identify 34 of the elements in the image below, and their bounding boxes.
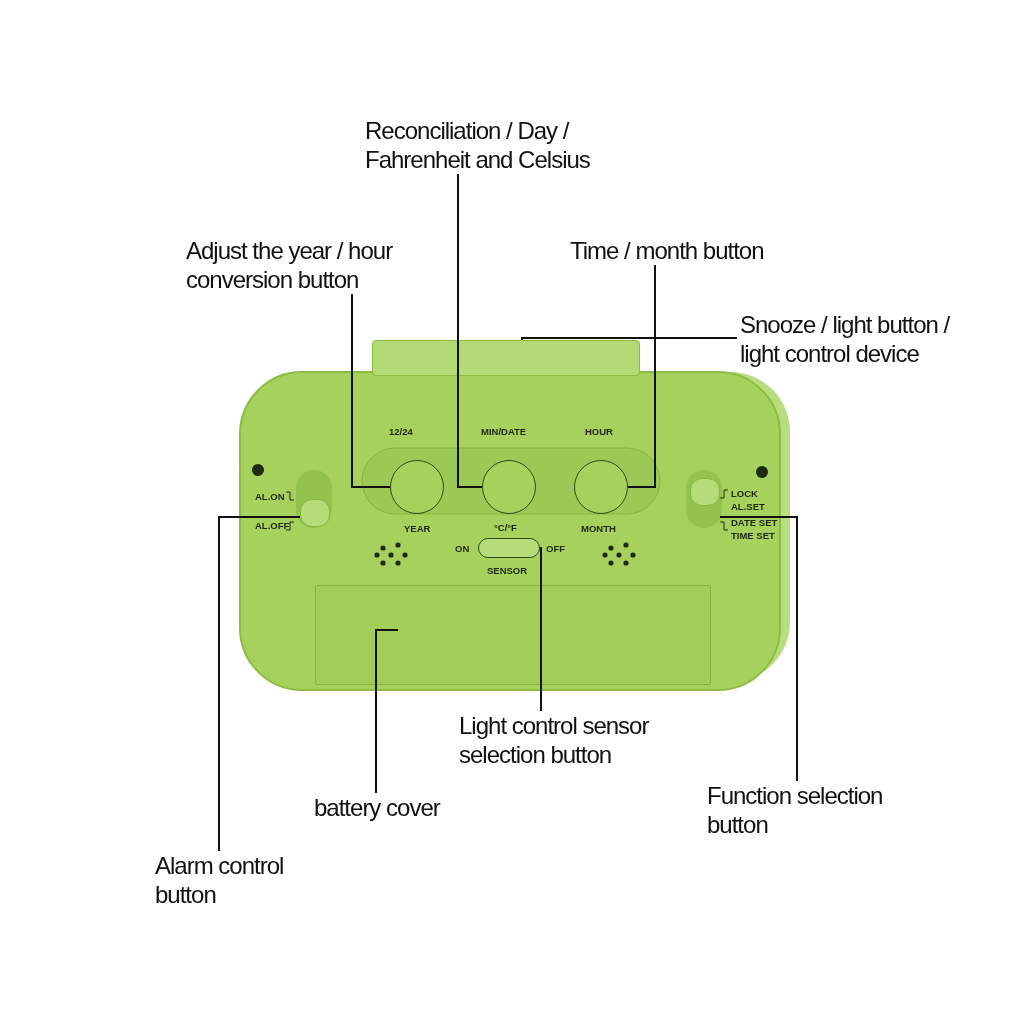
callout-text: battery cover bbox=[314, 793, 514, 822]
callout-text: Light control sensor selection button bbox=[459, 711, 689, 769]
printed-marking: LOCK bbox=[731, 488, 758, 499]
leader-line bbox=[719, 516, 798, 782]
callout-text: Time / month button bbox=[570, 236, 830, 265]
printed-marking: MONTH bbox=[581, 523, 616, 534]
leader-line bbox=[457, 173, 483, 488]
callout-text: Function selection button bbox=[707, 781, 917, 839]
callout-text: Alarm control button bbox=[155, 851, 305, 909]
printed-marking: AL.ON bbox=[255, 491, 285, 502]
callout-text: Snooze / light button / light control device bbox=[740, 310, 970, 368]
printed-marking: ON bbox=[455, 543, 470, 554]
leader-line bbox=[375, 629, 399, 794]
printed-marking: SENSOR bbox=[487, 565, 528, 576]
slide-switch bbox=[478, 538, 540, 558]
callout-text: Adjust the year / hour conversion button bbox=[186, 236, 446, 294]
printed-marking: AL.OFF bbox=[255, 520, 290, 531]
printed-marking: MIN/DATE bbox=[481, 426, 527, 437]
snooze-bar bbox=[372, 340, 640, 376]
leader-line bbox=[521, 337, 738, 341]
printed-marking: 12/24 bbox=[389, 426, 413, 437]
leader-line bbox=[351, 293, 391, 488]
callout-text: Reconciliation / Day / Fahrenheit and Celsius bbox=[365, 116, 625, 174]
printed-marking: TIME SET bbox=[731, 530, 775, 541]
printed-marking: DATE SET bbox=[731, 517, 778, 528]
battery-cover bbox=[315, 585, 711, 685]
printed-marking: °C/°F bbox=[494, 522, 517, 533]
leader-line bbox=[218, 516, 301, 852]
printed-marking: YEAR bbox=[404, 523, 431, 534]
printed-marking: OFF bbox=[546, 543, 565, 554]
printed-marking: AL.SET bbox=[731, 501, 765, 512]
printed-marking: HOUR bbox=[585, 426, 613, 437]
leader-line bbox=[539, 547, 542, 712]
leader-line bbox=[627, 264, 656, 488]
